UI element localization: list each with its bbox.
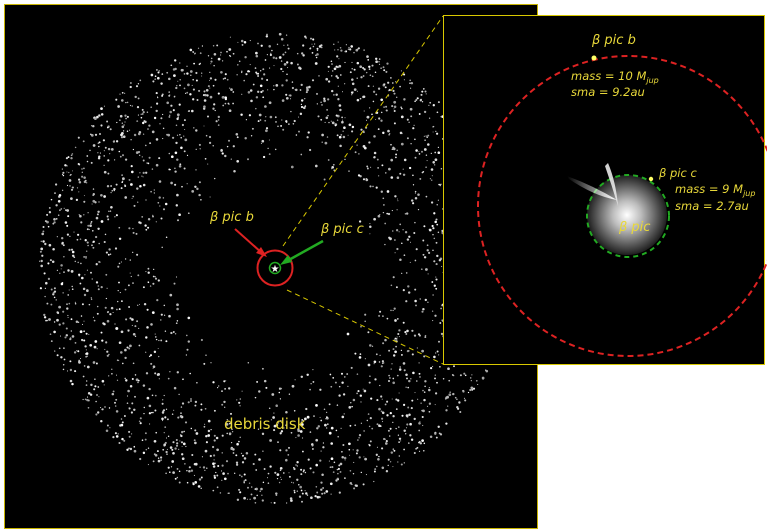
comet-tail-2 <box>605 163 618 206</box>
orbit-b-small <box>256 249 294 287</box>
orbit-c-small <box>268 261 282 275</box>
inset-mass-b: mass = 10 Mjup <box>571 69 659 85</box>
inner-system: ★ <box>234 228 324 287</box>
inset-sma-c: sma = 2.7au <box>675 199 749 213</box>
arrow-b-line <box>234 228 263 254</box>
inset-name-c: β pic c <box>659 166 697 180</box>
inset-mass-c: mass = 9 Mjup <box>675 182 756 198</box>
comet-tail-1 <box>567 176 617 200</box>
inset-star-label: β pic <box>619 220 651 235</box>
orbit-c-large <box>586 174 670 258</box>
planet-c <box>648 176 654 182</box>
arrow-c-head <box>280 255 292 265</box>
label-debris-disk: debris disk <box>224 415 306 433</box>
star-beta-pic <box>587 175 667 255</box>
label-beta-pic-c: β pic c <box>321 222 364 237</box>
star-icon: ★ <box>271 264 280 275</box>
inset-sma-b: sma = 9.2au <box>571 85 645 99</box>
zoom-line-top <box>282 15 444 247</box>
inset-mass-b-sub: jup <box>646 76 659 85</box>
inset-mass-b-text: mass = 10 M <box>571 69 647 83</box>
inset-panel: β pic b mass = 10 Mjup sma = 9.2au β pic… <box>443 15 767 365</box>
inset-name-b: β pic b <box>592 33 636 48</box>
inset-mass-c-sub: jup <box>743 189 756 198</box>
orbit-b-large <box>477 55 767 357</box>
arrow-c-line <box>286 239 324 263</box>
label-beta-pic-b: β pic b <box>210 210 254 225</box>
zoom-line-bottom <box>286 289 444 365</box>
arrow-b-head <box>256 247 267 257</box>
inset-mass-c-text: mass = 9 M <box>675 182 744 196</box>
planet-b <box>591 55 597 61</box>
inset-system <box>477 55 767 357</box>
